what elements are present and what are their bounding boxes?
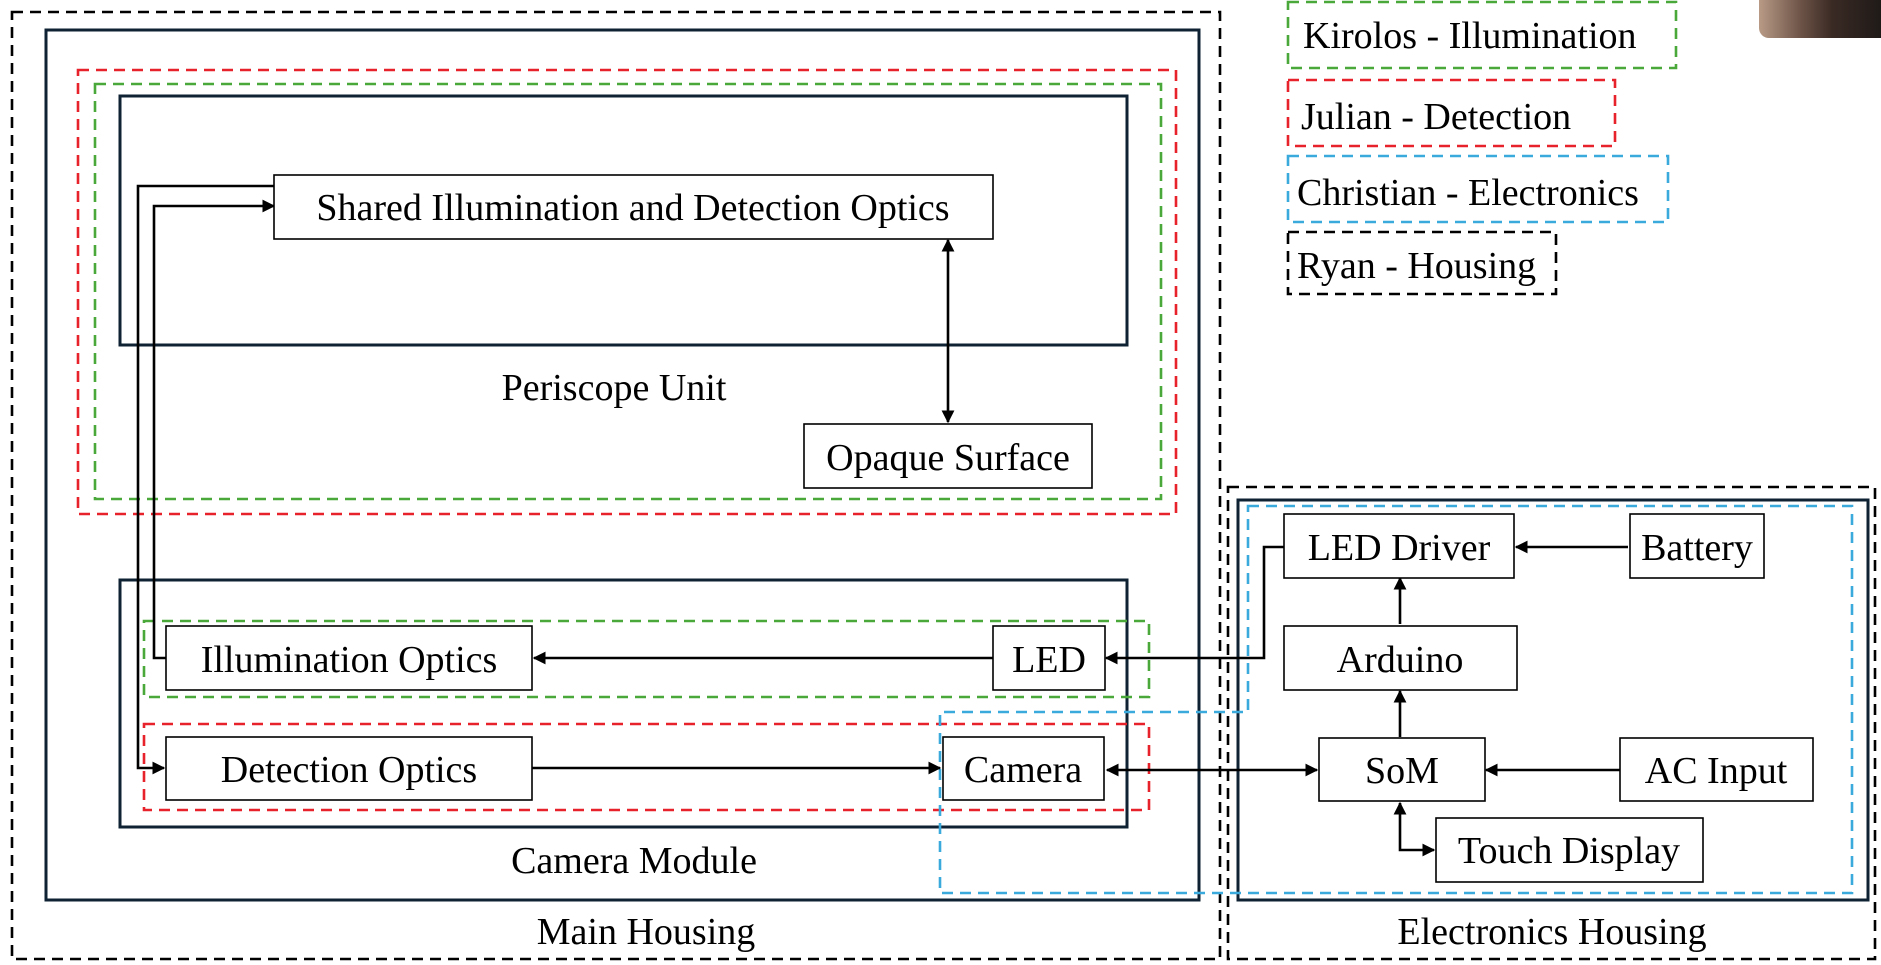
led-driver-label: LED Driver: [1308, 527, 1491, 569]
ac-input-label: AC Input: [1645, 750, 1788, 792]
camera-block: Camera: [942, 736, 1105, 801]
legend-detection: Julian - Detection: [1286, 78, 1617, 148]
ac-input-block: AC Input: [1619, 737, 1814, 802]
legend-electronics-label: Christian - Electronics: [1297, 172, 1639, 214]
detection-optics-label: Detection Optics: [221, 749, 477, 791]
touch-display-label: Touch Display: [1458, 830, 1680, 872]
electronics-housing-frame: [1236, 498, 1870, 902]
opaque-surface-block: Opaque Surface: [803, 423, 1093, 489]
periscope-detection-group: [76, 68, 1178, 516]
detection-optics-block: Detection Optics: [165, 736, 533, 801]
periscope-illumination-group: [93, 82, 1163, 501]
illumination-to-shared-wire: [152, 199, 276, 660]
camera-label: Camera: [964, 749, 1082, 791]
periscope-unit-frame: [118, 94, 1129, 347]
battery-label: Battery: [1641, 527, 1753, 569]
camera-module-frame: [118, 578, 1129, 829]
legend-housing: Ryan - Housing: [1286, 230, 1558, 296]
main-housing-frame: [44, 28, 1201, 902]
driver-to-led-wire: [1104, 545, 1284, 665]
som-label: SoM: [1365, 750, 1439, 792]
legend-housing-label: Ryan - Housing: [1297, 245, 1536, 287]
illumination-optics-label: Illumination Optics: [201, 639, 498, 681]
electronics-housing-boundary: [1226, 485, 1877, 961]
periscope-unit-label: Periscope Unit: [502, 367, 727, 409]
touch-display-block: Touch Display: [1435, 817, 1704, 883]
led-label: LED: [1012, 639, 1086, 681]
main-housing-label: Main Housing: [537, 911, 756, 953]
shared-optics-block: Shared Illumination and Detection Optics: [273, 174, 994, 240]
electronics-group-outline: [938, 504, 1854, 895]
led-block: LED: [992, 625, 1106, 691]
main-housing-boundary: [10, 10, 1222, 961]
legend-illumination-label: Kirolos - Illumination: [1303, 15, 1637, 57]
legend-illumination: Kirolos - Illumination: [1286, 0, 1678, 70]
presenter-photo-thumbnail: [1759, 0, 1881, 38]
som-display-wire: [1393, 801, 1436, 857]
camera-module-label: Camera Module: [511, 840, 757, 882]
shared-optics-label: Shared Illumination and Detection Optics: [316, 187, 949, 229]
legend: Kirolos - Illumination Julian - Detectio…: [1286, 0, 1678, 296]
legend-detection-label: Julian - Detection: [1301, 96, 1571, 138]
arduino-label: Arduino: [1337, 639, 1464, 681]
electronics-housing-label: Electronics Housing: [1397, 911, 1706, 953]
illumination-optics-block: Illumination Optics: [165, 625, 533, 691]
arduino-block: Arduino: [1283, 625, 1518, 691]
camera-module-illumination-group: [142, 619, 1151, 699]
shared-to-detection-wire: [136, 184, 274, 775]
opaque-surface-label: Opaque Surface: [826, 437, 1070, 479]
led-driver-block: LED Driver: [1283, 513, 1515, 579]
som-block: SoM: [1318, 737, 1486, 802]
legend-electronics: Christian - Electronics: [1286, 154, 1670, 224]
battery-block: Battery: [1629, 513, 1765, 579]
